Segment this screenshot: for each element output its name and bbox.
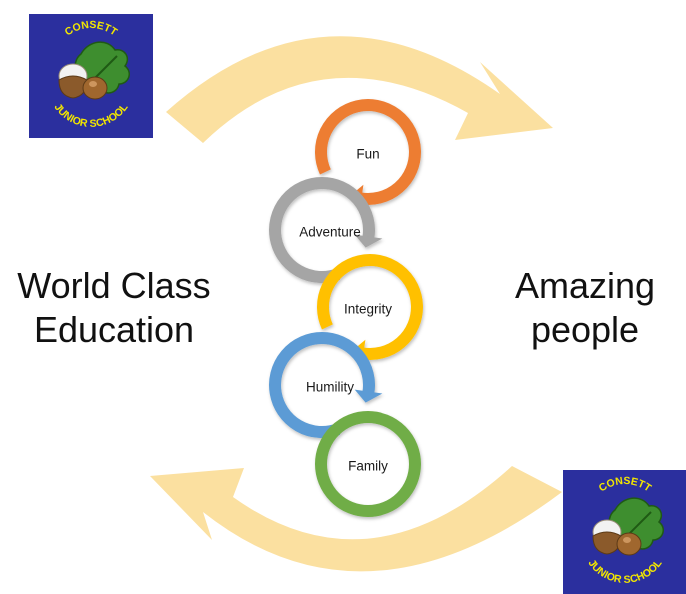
- value-label-integrity: Integrity: [344, 302, 392, 317]
- value-ring-fun: [315, 99, 421, 205]
- value-arrowhead-humility: [354, 389, 383, 403]
- value-label-humility: Humility: [306, 380, 354, 395]
- amazing-people-text: Amazing people: [490, 264, 680, 352]
- right-statement-line1: Amazing: [514, 265, 656, 306]
- value-ring-integrity: [317, 254, 423, 360]
- school-logo-bottom: CONSETT JUNIOR SCHOOL: [563, 470, 686, 594]
- value-ring-family: [315, 411, 421, 517]
- right-statement-line2: people: [530, 309, 640, 350]
- value-label-adventure: Adventure: [299, 225, 361, 240]
- acorn-icon: [592, 519, 642, 556]
- cycle-arrow-top: [166, 36, 553, 143]
- school-logo-top: CONSETT JUNIOR SCHOOL: [29, 14, 153, 138]
- value-label-fun: Fun: [356, 147, 379, 162]
- left-statement-line2: Education: [33, 309, 195, 350]
- cycle-arrow-bottom: [150, 466, 562, 572]
- acorn-icon: [58, 63, 108, 100]
- value-label-family: Family: [348, 459, 388, 474]
- value-ring-adventure: [269, 177, 375, 284]
- value-arrowhead-adventure: [354, 234, 383, 248]
- left-statement-line1: World Class: [17, 265, 211, 306]
- value-ring-humility: [269, 332, 375, 439]
- world-class-education-text: World Class Education: [6, 264, 222, 352]
